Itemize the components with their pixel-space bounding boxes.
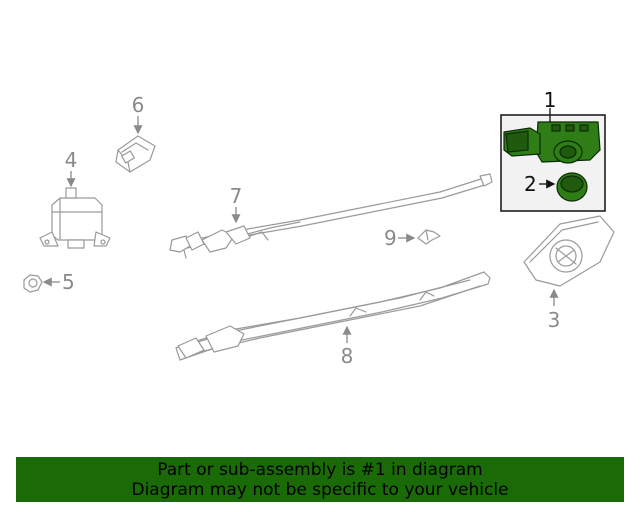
- banner-line-1: Part or sub-assembly is #1 in diagram: [157, 459, 483, 480]
- part-1-assembly[interactable]: [500, 114, 606, 212]
- callout-5[interactable]: 5: [62, 270, 75, 294]
- callout-3[interactable]: 3: [548, 308, 561, 332]
- part-6-bracket[interactable]: [115, 135, 156, 173]
- part-5-nut[interactable]: [23, 274, 43, 293]
- info-banner: Part or sub-assembly is #1 in diagram Di…: [16, 457, 624, 502]
- part-4-module[interactable]: [39, 187, 111, 249]
- part-8-rail[interactable]: [175, 271, 491, 361]
- callout-2[interactable]: 2: [524, 172, 537, 196]
- callout-1[interactable]: 1: [544, 88, 557, 112]
- part-2-retainer[interactable]: [556, 172, 588, 202]
- callout-8[interactable]: 8: [341, 344, 354, 368]
- part-3-bezel[interactable]: [523, 215, 615, 287]
- callout-9[interactable]: 9: [384, 226, 397, 250]
- callout-6[interactable]: 6: [132, 93, 145, 117]
- part-7-harness[interactable]: [169, 173, 493, 259]
- part-9-clip[interactable]: [417, 229, 441, 245]
- callout-4[interactable]: 4: [65, 148, 78, 172]
- callout-7[interactable]: 7: [230, 184, 243, 208]
- banner-line-2: Diagram may not be specific to your vehi…: [131, 479, 509, 500]
